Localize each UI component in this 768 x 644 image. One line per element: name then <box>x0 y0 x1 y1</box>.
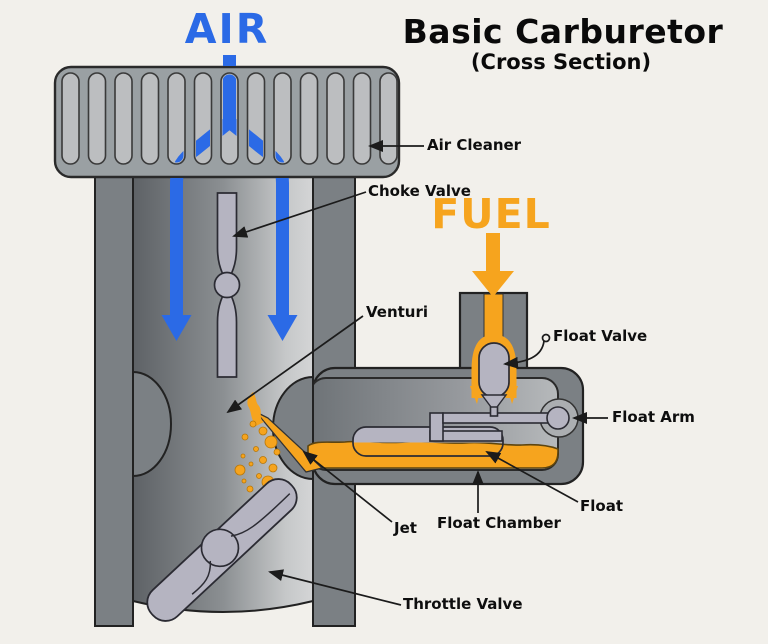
fuel-pool <box>307 440 559 469</box>
air-cleaner-label: Air Cleaner <box>427 136 522 154</box>
air-flow-label: AIR <box>184 5 270 53</box>
venturi-label: Venturi <box>366 303 429 321</box>
choke-valve-label: Choke Valve <box>368 182 471 200</box>
fuel-flow-label: FUEL <box>431 190 551 238</box>
jet-label: Jet <box>394 519 417 537</box>
float-label: Float <box>580 497 623 515</box>
throttle-valve-label: Throttle Valve <box>403 595 523 613</box>
throttle-valve <box>146 478 298 622</box>
float-valve <box>470 334 518 408</box>
fuel-flow-arrow <box>472 233 514 297</box>
float-arm <box>429 403 570 442</box>
float-arm-label: Float Arm <box>612 408 695 426</box>
page-title: Basic Carburetor <box>402 12 724 51</box>
leader-lines <box>226 140 608 606</box>
page-subtitle: (Cross Section) <box>470 50 652 74</box>
float-chamber-label: Float Chamber <box>437 514 561 532</box>
choke-valve <box>213 192 241 378</box>
float-valve-label: Float Valve <box>553 327 648 345</box>
